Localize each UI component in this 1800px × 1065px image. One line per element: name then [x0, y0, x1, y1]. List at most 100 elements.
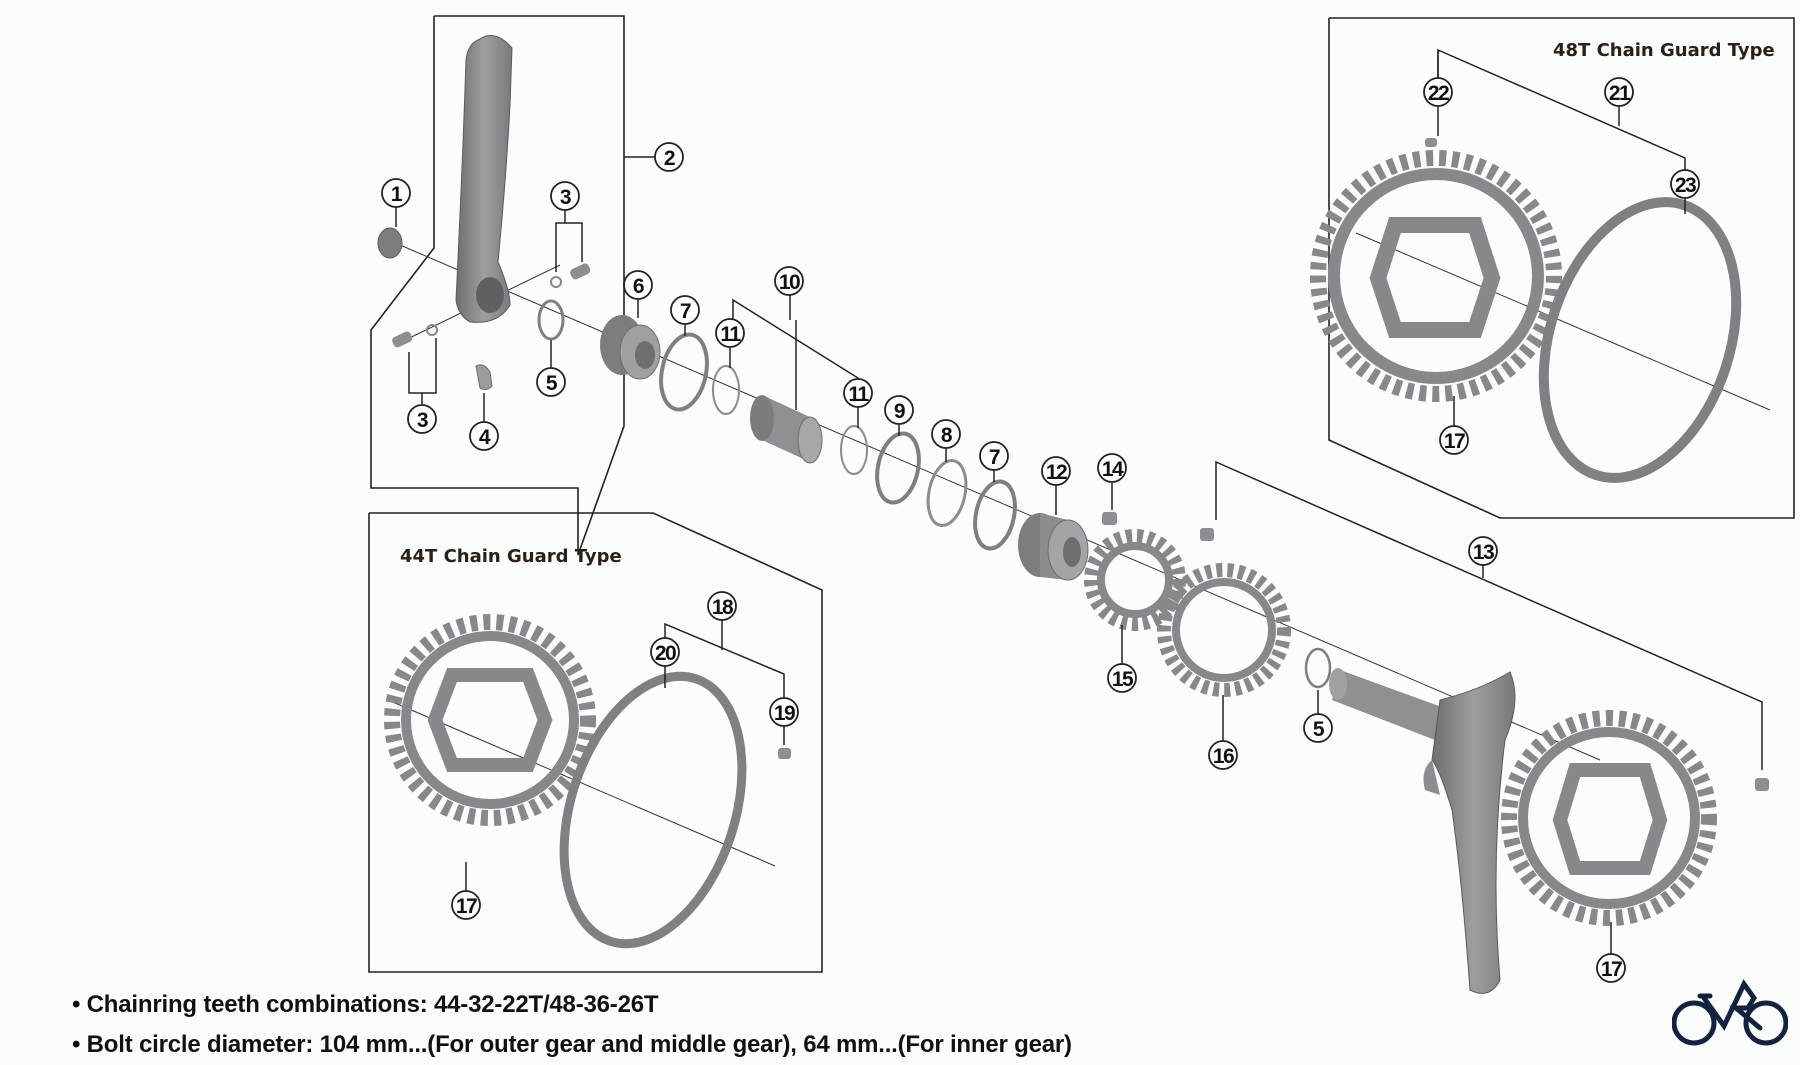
svg-text:4: 4 — [479, 426, 491, 449]
bb-leaders — [637, 295, 1113, 515]
chain-guard-44t-group: 44T Chain Guard Type — [368, 512, 823, 973]
pinch-bolt-part — [570, 263, 591, 280]
washer-part — [550, 276, 562, 288]
callout-5-left: 5 — [536, 367, 566, 397]
callout-17-44t: 17 — [451, 890, 481, 920]
middle-chainring-part — [1157, 563, 1291, 697]
chain-guard-48t-box-outline — [1328, 17, 1795, 519]
axis-line — [399, 244, 1601, 761]
callout-4: 4 — [469, 421, 499, 451]
chainring-48t-spider — [1369, 217, 1501, 338]
svg-text:17: 17 — [1601, 958, 1622, 981]
svg-text:23: 23 — [1675, 174, 1696, 197]
bb-cup-right-part — [1018, 513, 1089, 581]
stopper-plate-part — [475, 364, 493, 391]
callout-14: 14 — [1097, 453, 1127, 483]
right-crank-arm-part — [1329, 668, 1516, 994]
callout-16: 16 — [1208, 740, 1238, 770]
bb-spacer-part — [926, 459, 968, 527]
chainring-44t-body — [401, 631, 579, 809]
svg-text:8: 8 — [941, 424, 953, 447]
callout-11-right: 11 — [843, 378, 873, 408]
left-crank-arm — [455, 35, 513, 323]
callout-5-right: 5 — [1303, 713, 1333, 743]
svg-text:20: 20 — [655, 642, 676, 665]
callout-19: 19 — [769, 697, 799, 727]
svg-text:17: 17 — [456, 895, 477, 918]
bb-cup-left-part — [600, 315, 661, 380]
svg-text:21: 21 — [1609, 82, 1631, 105]
callout-23: 23 — [1670, 169, 1700, 199]
svg-text:14: 14 — [1102, 458, 1124, 481]
left-crank-box-outline — [370, 15, 625, 556]
callout-9: 9 — [884, 395, 914, 425]
svg-text:13: 13 — [1473, 541, 1494, 564]
callout-18: 18 — [707, 591, 737, 621]
svg-text:17: 17 — [1444, 430, 1465, 453]
chainring-48t-body — [1328, 168, 1544, 384]
left-crank-group — [370, 15, 1601, 761]
axis-line — [1355, 232, 1771, 411]
left-crank-leaders — [395, 156, 655, 422]
callout-2: 2 — [654, 142, 684, 172]
chainring-bolt-part — [1200, 528, 1214, 541]
svg-text:3: 3 — [417, 409, 428, 432]
right-crankset-group — [1084, 460, 1769, 994]
crank-cap-part — [377, 227, 403, 259]
right-crankset-leaders — [1121, 460, 1763, 954]
chain-guard-44t-leaders — [465, 620, 785, 891]
svg-text:9: 9 — [894, 400, 905, 423]
crank-bore — [476, 277, 504, 313]
svg-text:22: 22 — [1428, 82, 1449, 105]
svg-text:19: 19 — [774, 702, 795, 725]
chain-guard-48t-part — [1538, 197, 1742, 483]
svg-text:7: 7 — [989, 446, 1000, 469]
bottom-bracket-group — [600, 295, 1117, 581]
callout-17-48t: 17 — [1439, 425, 1469, 455]
guard-bolt-part — [778, 748, 791, 759]
note-teeth-combinations: • Chainring teeth combinations: 44-32-22… — [72, 991, 659, 1018]
callout-3-lower: 3 — [407, 404, 437, 434]
svg-text:2: 2 — [664, 147, 675, 170]
bb-inner-cover-part — [750, 395, 823, 464]
guard-bolt-part — [1425, 138, 1437, 147]
chainring-48t-part — [1310, 150, 1562, 402]
callout-6: 6 — [623, 270, 653, 300]
spec-notes: • Chainring teeth combinations: 44-32-22… — [72, 985, 1072, 1065]
callout-3-upper: 3 — [550, 181, 580, 211]
chainring-bolt-part — [1102, 512, 1117, 525]
callout-8: 8 — [931, 419, 961, 449]
svg-text:7: 7 — [680, 300, 691, 323]
callout-10: 10 — [774, 266, 804, 296]
chainring-44t-spider — [427, 668, 553, 772]
callout-1: 1 — [381, 178, 411, 208]
callout-13: 13 — [1468, 536, 1498, 566]
svg-text:18: 18 — [712, 596, 734, 619]
chain-guard-44t-box-outline — [368, 512, 823, 973]
axis-line — [387, 699, 776, 867]
bb-spacer-part — [875, 431, 921, 505]
svg-text:15: 15 — [1112, 668, 1134, 691]
svg-text:12: 12 — [1046, 461, 1067, 484]
chain-guard-44t-title: 44T Chain Guard Type — [400, 546, 622, 567]
chain-guard-44t-part — [559, 671, 747, 949]
svg-text:16: 16 — [1213, 745, 1234, 768]
chainring-nut-part — [1755, 778, 1769, 791]
svg-text:11: 11 — [848, 383, 869, 406]
svg-text:5: 5 — [1313, 718, 1325, 741]
svg-text:5: 5 — [546, 372, 558, 395]
callout-17-right: 17 — [1596, 953, 1626, 983]
callout-15: 15 — [1107, 663, 1137, 693]
outer-chainring-part — [1501, 710, 1717, 926]
callout-11-left: 11 — [715, 318, 745, 348]
inner-chainring-part — [1084, 529, 1186, 631]
o-ring-part — [1304, 647, 1332, 689]
outer-chainring-spider — [1552, 763, 1668, 875]
svg-text:1: 1 — [391, 183, 403, 206]
callout-7-left: 7 — [670, 295, 700, 325]
svg-text:10: 10 — [779, 271, 800, 294]
outer-chainring-body — [1518, 727, 1700, 909]
bb-seal-part — [712, 365, 740, 415]
chain-guard-48t-title: 48T Chain Guard Type — [1553, 40, 1775, 61]
